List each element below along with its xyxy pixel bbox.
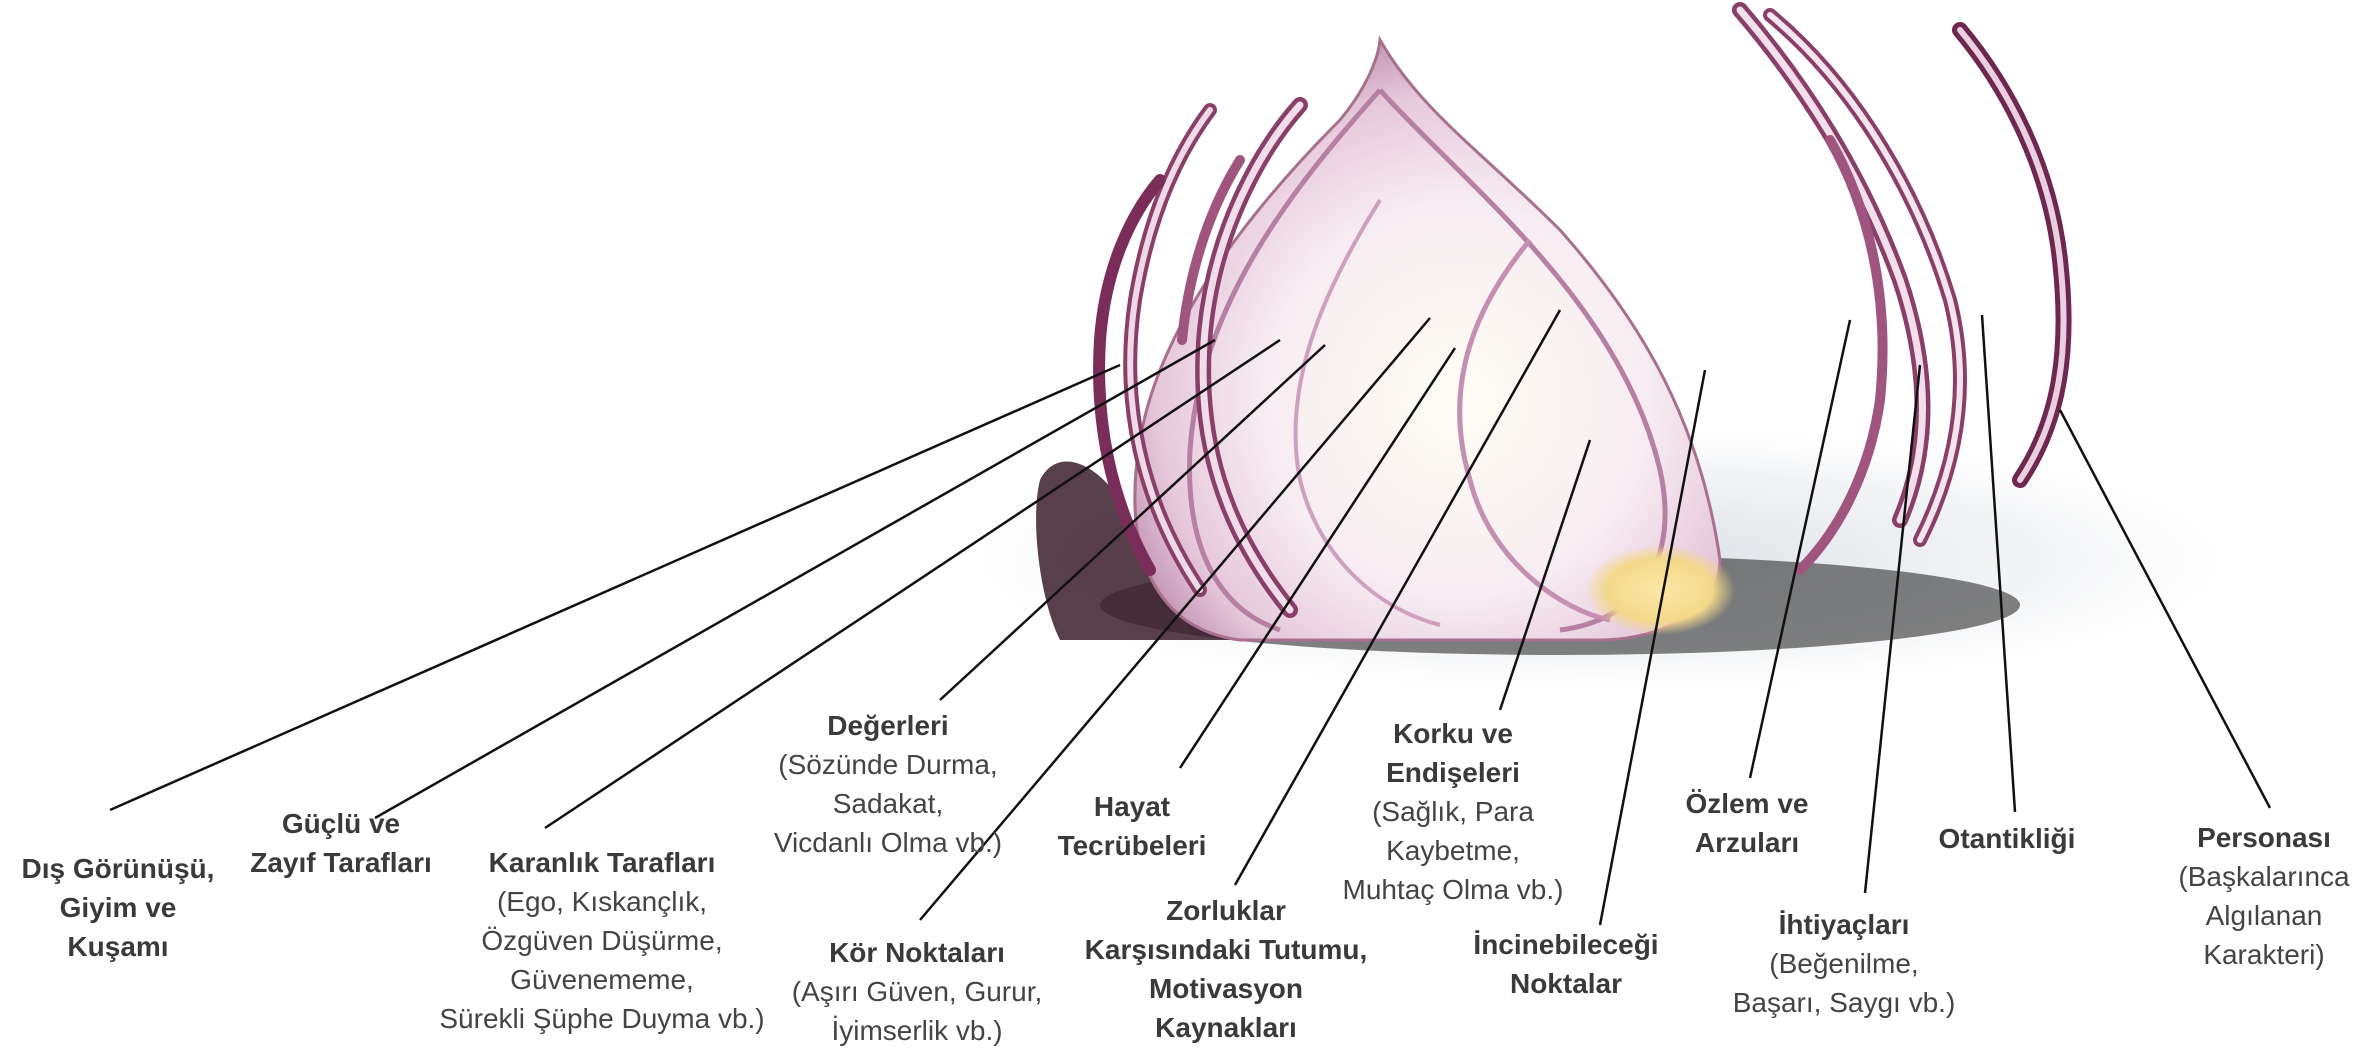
label-title: Özlem ve <box>1686 784 1809 823</box>
label-detail: (Başkalarınca <box>2178 857 2349 896</box>
label-hayat: Hayat Tecrübeleri <box>1058 787 1207 865</box>
label-detail: (Ego, Kıskançlık, <box>439 882 764 921</box>
label-degerleri: Değerleri (Sözünde Durma, Sadakat, Vicda… <box>774 706 1002 862</box>
label-guclu-zayif: Güçlü ve Zayıf Tarafları <box>250 804 432 882</box>
label-title: Tecrübeleri <box>1058 826 1207 865</box>
label-title: İncinebileceği <box>1473 925 1658 964</box>
label-title: Noktalar <box>1473 964 1658 1003</box>
label-detail: Vicdanlı Olma vb.) <box>774 823 1002 862</box>
label-detail: Güvenememe, <box>439 960 764 999</box>
label-kor-noktalari: Kör Noktaları (Aşırı Güven, Gurur, İyims… <box>792 933 1043 1050</box>
label-title: Kaynakları <box>1085 1008 1368 1047</box>
label-title: Arzuları <box>1686 823 1809 862</box>
onion-core <box>1585 545 1735 635</box>
label-incinebilecegi: İncinebileceği Noktalar <box>1473 925 1658 1003</box>
label-title: Giyim ve <box>22 888 215 927</box>
label-detail: Sadakat, <box>774 784 1002 823</box>
label-ozlem: Özlem ve Arzuları <box>1686 784 1809 862</box>
label-title: Zorluklar <box>1085 891 1368 930</box>
label-karanlik: Karanlık Tarafları (Ego, Kıskançlık, Özg… <box>439 843 764 1038</box>
label-title: Korku ve <box>1343 714 1564 753</box>
label-title: Personası <box>2178 818 2349 857</box>
label-detail: (Sözünde Durma, <box>774 745 1002 784</box>
label-title: Dış Görünüşü, <box>22 849 215 888</box>
right-petal-3 <box>1960 30 2064 480</box>
label-detail: (Sağlık, Para <box>1343 792 1564 831</box>
label-detail: (Aşırı Güven, Gurur, <box>792 972 1043 1011</box>
label-title: Karşısındaki Tutumu, <box>1085 930 1368 969</box>
label-title: İhtiyaçları <box>1733 905 1956 944</box>
label-title: Kuşamı <box>22 927 215 966</box>
label-detail: Sürekli Şüphe Duyma vb.) <box>439 999 764 1038</box>
label-title: Güçlü ve <box>250 804 432 843</box>
label-title: Değerleri <box>774 706 1002 745</box>
label-ihtiyaclari: İhtiyaçları (Beğenilme, Başarı, Saygı vb… <box>1733 905 1956 1022</box>
label-title: Zayıf Tarafları <box>250 843 432 882</box>
label-personasi: Personası (Başkalarınca Algılanan Karakt… <box>2178 818 2349 974</box>
label-detail: Muhtaç Olma vb.) <box>1343 870 1564 909</box>
label-title: Hayat <box>1058 787 1207 826</box>
label-title: Karanlık Tarafları <box>439 843 764 882</box>
label-detail: Özgüven Düşürme, <box>439 921 764 960</box>
label-detail: Karakteri) <box>2178 935 2349 974</box>
label-detail: Algılanan <box>2178 896 2349 935</box>
label-title: Motivasyon <box>1085 969 1368 1008</box>
label-korku: Korku ve Endişeleri (Sağlık, Para Kaybet… <box>1343 714 1564 909</box>
label-title: Endişeleri <box>1343 753 1564 792</box>
label-title: Otantikliği <box>1939 819 2076 858</box>
label-title: Kör Noktaları <box>792 933 1043 972</box>
label-detail: Başarı, Saygı vb.) <box>1733 983 1956 1022</box>
label-dis-gorunus: Dış Görünüşü, Giyim ve Kuşamı <box>22 849 215 966</box>
label-otantikligi: Otantikliği <box>1939 819 2076 858</box>
label-detail: Kaybetme, <box>1343 831 1564 870</box>
label-detail: (Beğenilme, <box>1733 944 1956 983</box>
label-detail: İyimserlik vb.) <box>792 1011 1043 1050</box>
label-zorluklar: Zorluklar Karşısındaki Tutumu, Motivasyo… <box>1085 891 1368 1047</box>
